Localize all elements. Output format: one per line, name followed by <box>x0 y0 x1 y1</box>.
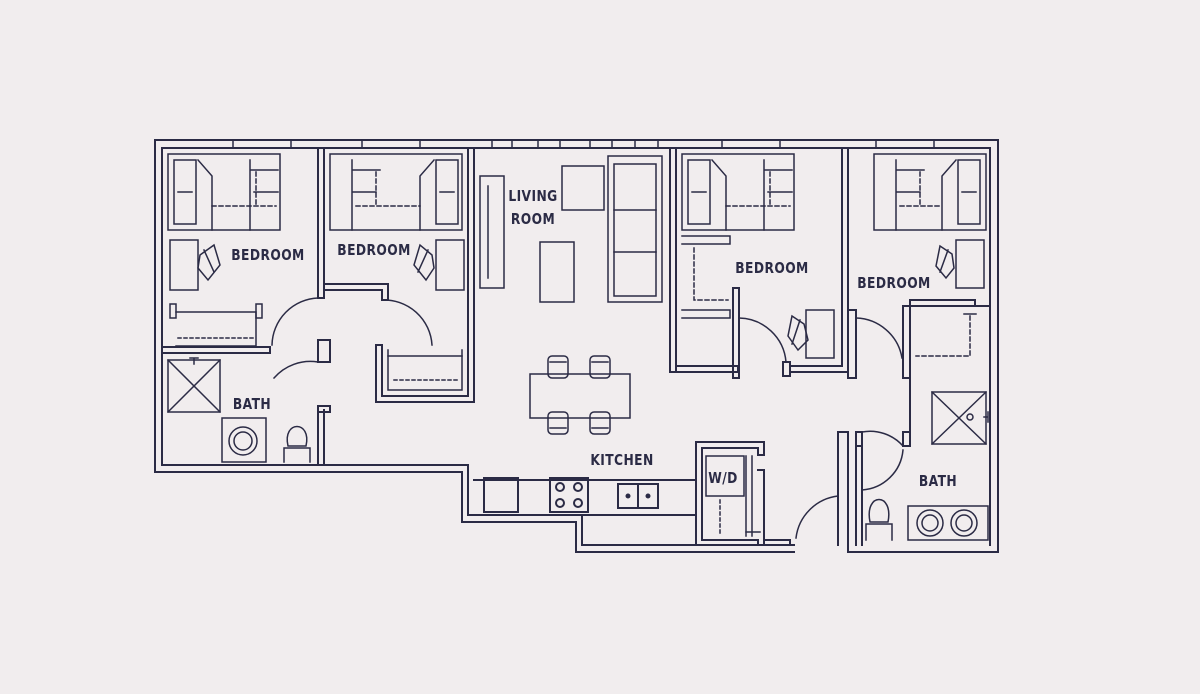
living-room-label-line-1: LIVING <box>508 188 557 205</box>
bedroom-3-label: BEDROOM <box>735 260 808 277</box>
kitchen-label: KITCHEN <box>590 452 653 469</box>
bedroom-3-furniture <box>681 153 835 359</box>
bedroom-4-label: BEDROOM <box>857 275 930 292</box>
bedroom-2-furniture <box>329 153 465 391</box>
bedroom-1-furniture <box>167 153 281 347</box>
living-room-furniture <box>479 155 663 303</box>
bedroom-4-furniture <box>873 153 987 357</box>
living-room-label-line-2: ROOM <box>511 211 555 228</box>
bedroom-1-label: BEDROOM <box>231 247 304 264</box>
bedroom-2-label: BEDROOM <box>337 242 410 259</box>
laundry-label: W/D <box>708 470 737 487</box>
bath-1-fixtures <box>166 357 311 463</box>
doors <box>271 297 905 539</box>
bath-1-label: BATH <box>233 396 271 413</box>
interior-walls <box>161 147 991 546</box>
bath-2-fixtures <box>865 390 989 541</box>
washer-dryer <box>705 455 761 537</box>
windows <box>232 139 935 149</box>
dining-table <box>529 355 631 435</box>
bath-2-label: BATH <box>919 473 957 490</box>
